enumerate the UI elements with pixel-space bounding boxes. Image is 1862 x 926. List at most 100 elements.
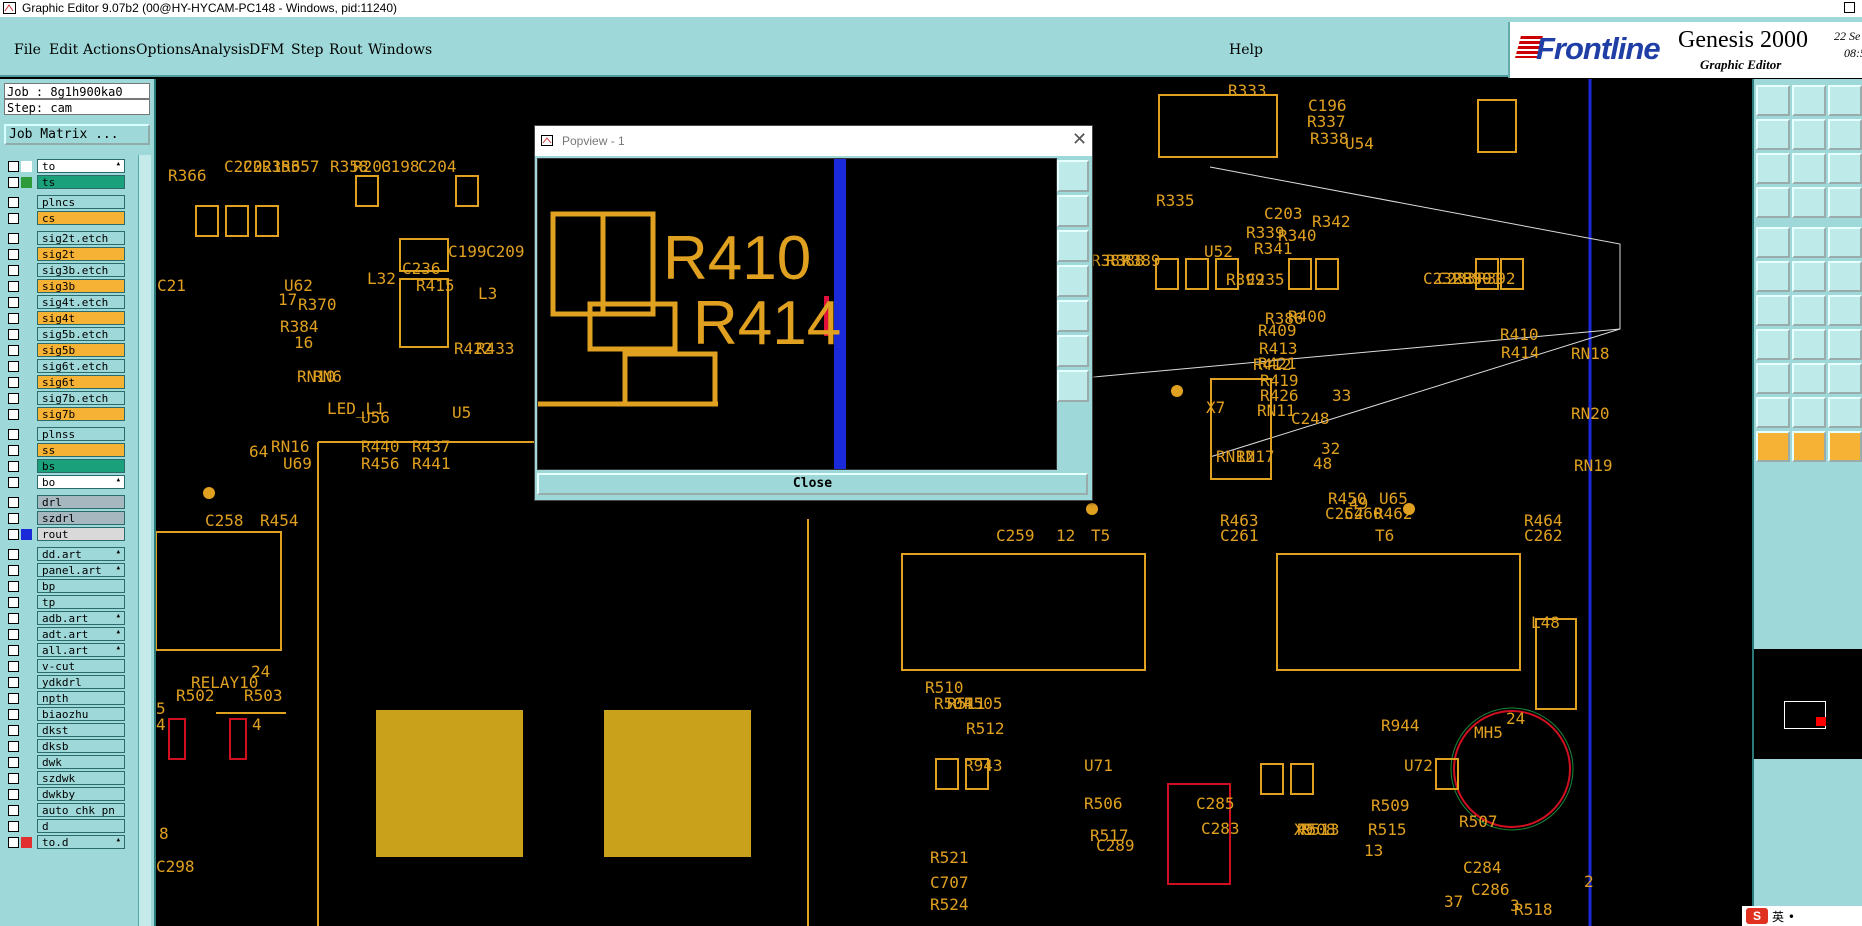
tool-button[interactable] [1756, 261, 1790, 292]
layer-row[interactable]: ts [4, 175, 125, 191]
layer-row[interactable]: auto_chk_pn [4, 803, 125, 819]
layer-checkbox[interactable] [8, 393, 19, 404]
popview-tool-button[interactable] [1057, 265, 1089, 297]
layer-checkbox[interactable] [8, 805, 19, 816]
layer-checkbox[interactable] [8, 661, 19, 672]
layer-checkbox[interactable] [8, 313, 19, 324]
layer-name[interactable]: dkst [37, 723, 125, 737]
overview-minimap[interactable] [1754, 648, 1862, 760]
layer-name[interactable]: npth [37, 691, 125, 705]
tool-button[interactable] [1756, 295, 1790, 326]
layer-row[interactable]: sig3b [4, 279, 125, 295]
tool-button[interactable] [1756, 397, 1790, 428]
maximize-icon[interactable] [1844, 2, 1855, 13]
layer-checkbox[interactable] [8, 613, 19, 624]
tool-button[interactable] [1792, 227, 1826, 258]
layer-name[interactable]: adb.art [37, 611, 125, 625]
layer-row[interactable]: plnss [4, 427, 125, 443]
layer-row[interactable]: dkst [4, 723, 125, 739]
layer-row[interactable]: sig3b.etch [4, 263, 125, 279]
layer-row[interactable]: d [4, 819, 125, 835]
tool-button[interactable] [1828, 363, 1862, 394]
tool-button[interactable] [1828, 431, 1862, 462]
layer-name[interactable]: ss [37, 443, 125, 457]
layer-row[interactable]: szdwk [4, 771, 125, 787]
layer-checkbox[interactable] [8, 461, 19, 472]
layer-checkbox[interactable] [8, 757, 19, 768]
ime-lang-icon[interactable]: 英 • [1772, 910, 1795, 924]
tool-button[interactable] [1828, 119, 1862, 150]
layer-checkbox[interactable] [8, 213, 19, 224]
layer-name[interactable]: szdwk [37, 771, 125, 785]
job-matrix-button[interactable]: Job Matrix ... [4, 124, 150, 145]
layer-name[interactable]: drl [37, 495, 125, 509]
layer-row[interactable]: sig2t.etch [4, 231, 125, 247]
layer-checkbox[interactable] [8, 477, 19, 488]
tool-button[interactable] [1792, 295, 1826, 326]
popview-tool-button[interactable] [1057, 335, 1089, 367]
layer-row[interactable]: adt.art▴ [4, 627, 125, 643]
tool-button[interactable] [1756, 227, 1790, 258]
layer-row[interactable]: npth [4, 691, 125, 707]
layer-checkbox[interactable] [8, 197, 19, 208]
layer-name[interactable]: auto_chk_pn [37, 803, 125, 817]
layer-row[interactable]: sig5b.etch [4, 327, 125, 343]
layer-checkbox[interactable] [8, 445, 19, 456]
layer-name[interactable]: all.art [37, 643, 125, 657]
menu-help[interactable]: Help [1229, 42, 1263, 58]
menu-options[interactable]: Options [136, 42, 192, 58]
layer-checkbox[interactable] [8, 677, 19, 688]
tool-button[interactable] [1828, 227, 1862, 258]
layer-row[interactable]: dwkby [4, 787, 125, 803]
tool-button[interactable] [1828, 397, 1862, 428]
close-button[interactable]: Close [537, 473, 1088, 495]
layer-name[interactable]: to.d [37, 835, 125, 849]
tool-button[interactable] [1792, 85, 1826, 116]
popview-tool-button[interactable] [1057, 300, 1089, 332]
tool-button[interactable] [1756, 85, 1790, 116]
layer-name[interactable]: szdrl [37, 511, 125, 525]
tool-button[interactable] [1756, 363, 1790, 394]
layer-name[interactable]: sig6t.etch [37, 359, 125, 373]
layer-name[interactable]: dwk [37, 755, 125, 769]
ime-logo-icon[interactable]: S [1746, 908, 1768, 924]
tool-button[interactable] [1756, 119, 1790, 150]
layer-name[interactable]: bs [37, 459, 125, 473]
menu-windows[interactable]: Windows [368, 42, 433, 58]
layer-checkbox[interactable] [8, 741, 19, 752]
layer-name[interactable]: rout [37, 527, 125, 541]
layer-name[interactable]: ts [37, 175, 125, 189]
layer-checkbox[interactable] [8, 597, 19, 608]
layer-checkbox[interactable] [8, 329, 19, 340]
layer-checkbox[interactable] [8, 821, 19, 832]
menu-dfm[interactable]: DFM [249, 42, 285, 58]
layer-row[interactable]: plncs [4, 195, 125, 211]
layer-checkbox[interactable] [8, 693, 19, 704]
layer-name[interactable]: dwkby [37, 787, 125, 801]
layer-row[interactable]: to▴ [4, 159, 125, 175]
tool-button[interactable] [1828, 295, 1862, 326]
layer-checkbox[interactable] [8, 265, 19, 276]
layer-checkbox[interactable] [8, 565, 19, 576]
tool-button[interactable] [1792, 187, 1826, 218]
tool-button[interactable] [1828, 187, 1862, 218]
layer-name[interactable]: sig7b.etch [37, 391, 125, 405]
layer-name[interactable]: dksb [37, 739, 125, 753]
layer-checkbox[interactable] [8, 345, 19, 356]
layer-name[interactable]: adt.art [37, 627, 125, 641]
layer-checkbox[interactable] [8, 581, 19, 592]
layer-name[interactable]: sig4t.etch [37, 295, 125, 309]
layer-checkbox[interactable] [8, 513, 19, 524]
tool-button[interactable] [1792, 363, 1826, 394]
layer-name[interactable]: sig3b.etch [37, 263, 125, 277]
popview-tool-button[interactable] [1057, 370, 1089, 402]
layer-row[interactable]: bs [4, 459, 125, 475]
layer-row[interactable]: dd.art▴ [4, 547, 125, 563]
layer-name[interactable]: tp [37, 595, 125, 609]
layer-row[interactable]: to.d▴ [4, 835, 125, 851]
popview-tool-button[interactable] [1057, 195, 1089, 227]
layer-row[interactable]: sig4t [4, 311, 125, 327]
layer-name[interactable]: panel.art [37, 563, 125, 577]
layer-name[interactable]: ydkdrl [37, 675, 125, 689]
layer-row[interactable]: drl [4, 495, 125, 511]
